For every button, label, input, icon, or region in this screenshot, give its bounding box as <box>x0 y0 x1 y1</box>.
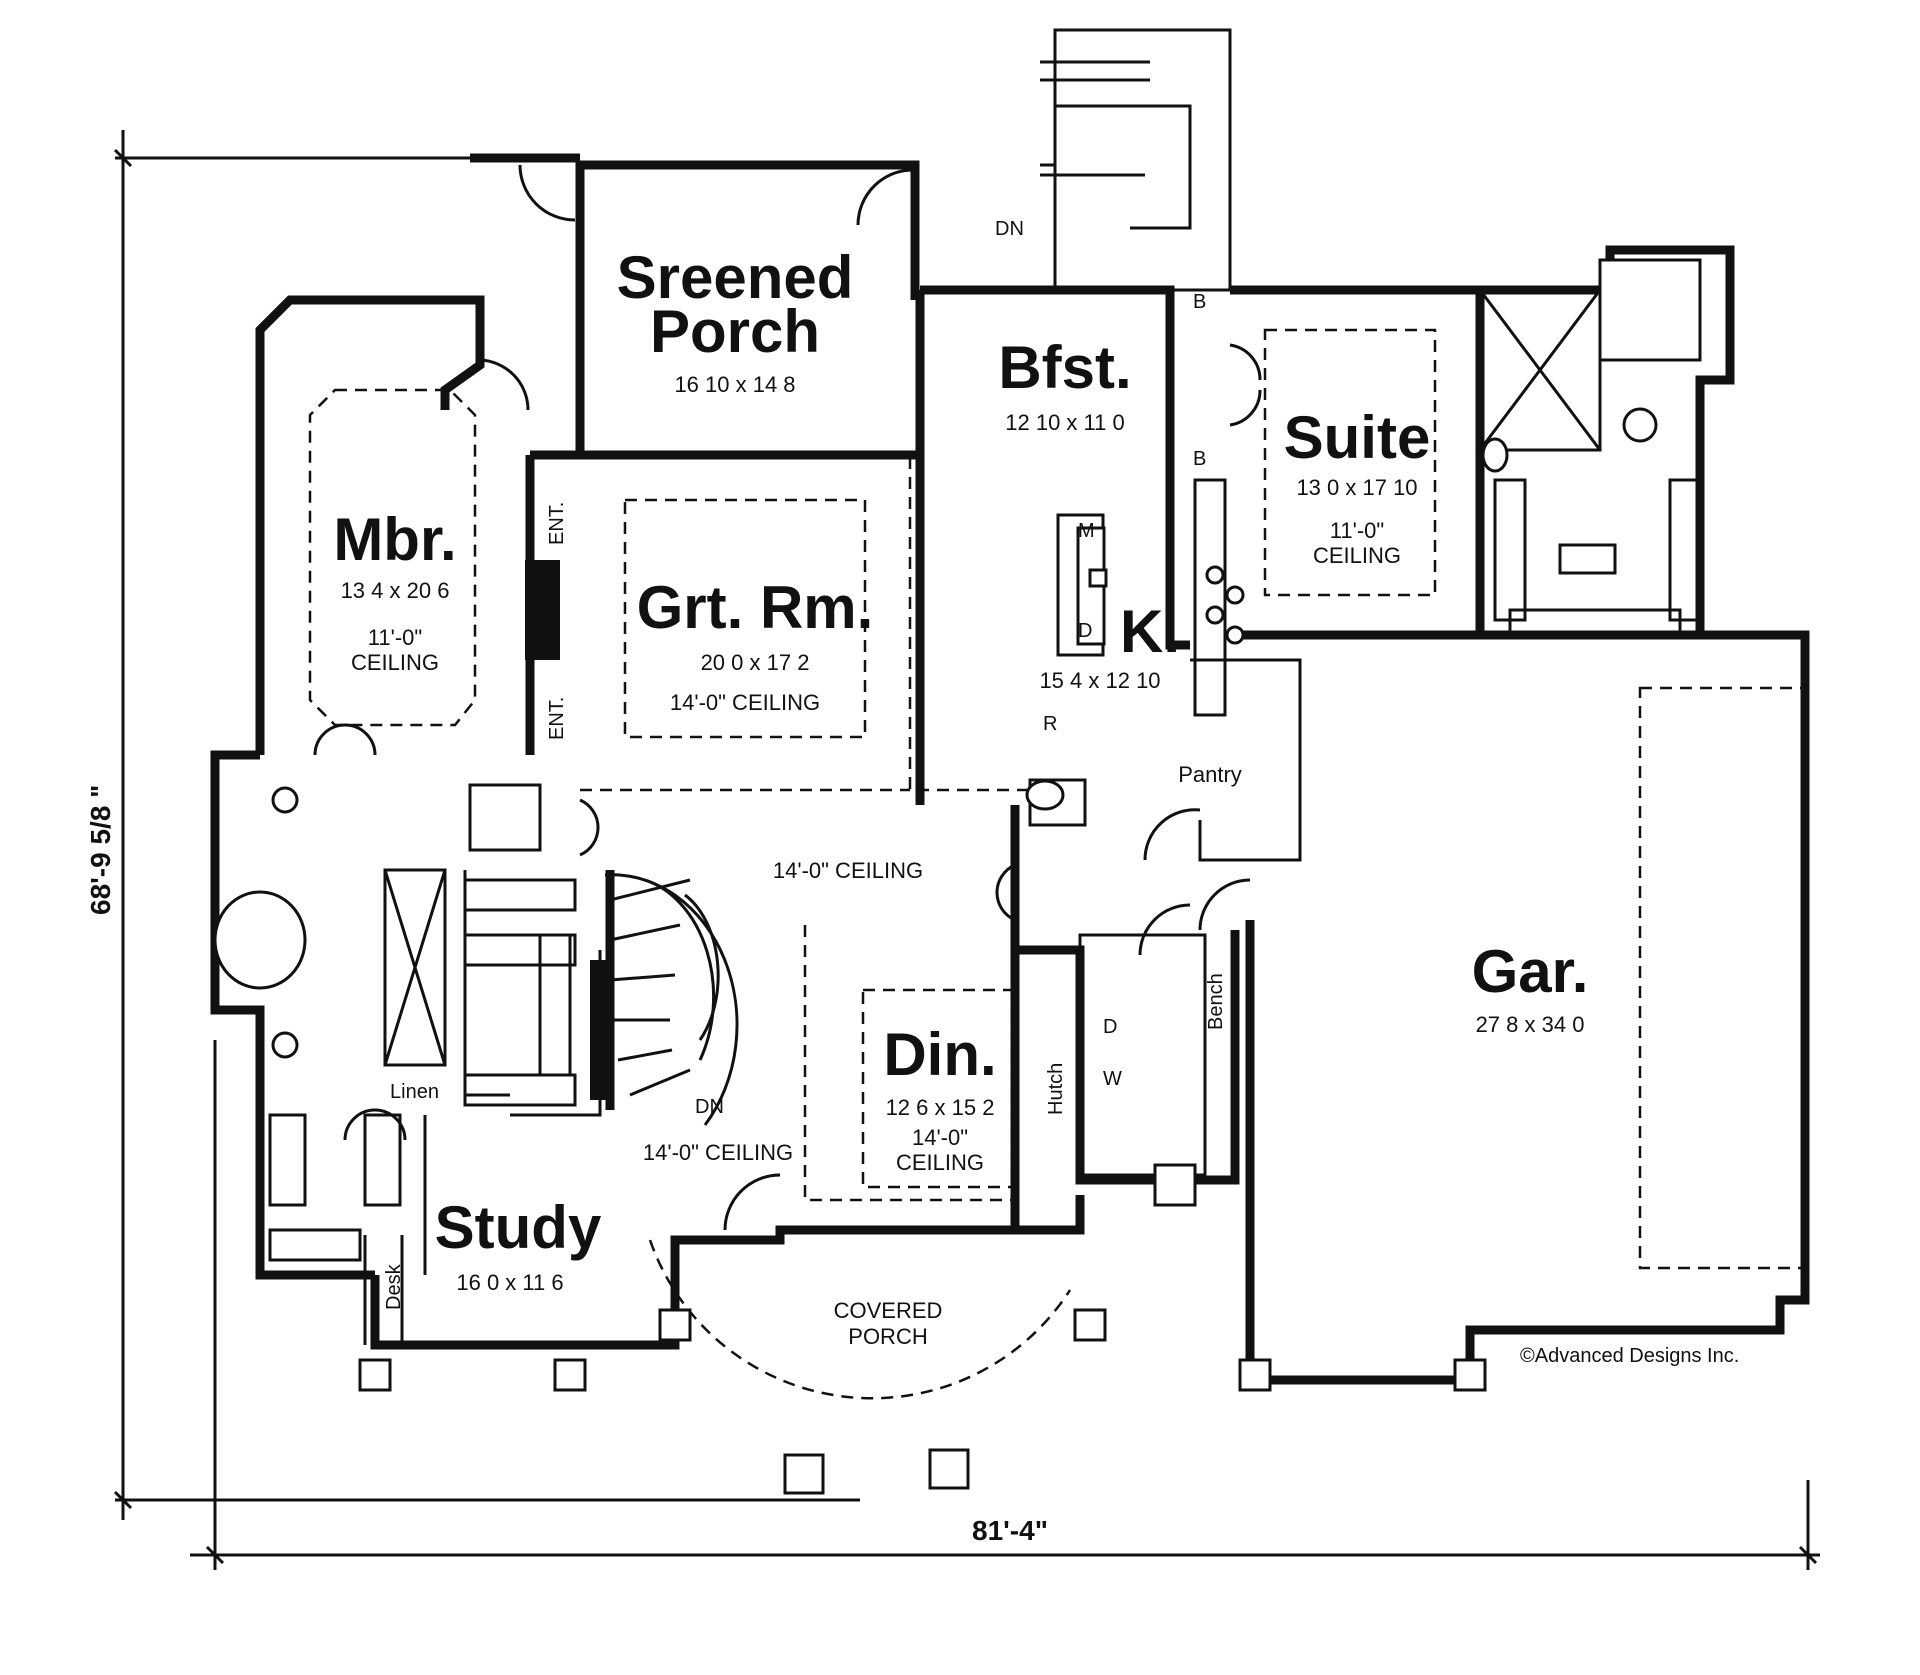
mbr-ceiling-line1: 11'-0" <box>368 625 422 650</box>
main-stair <box>604 873 739 1126</box>
din-ceiling-line1: 14'-0" <box>912 1125 968 1150</box>
d-laundry-label: D <box>1103 1016 1117 1038</box>
pantry-name: Pantry <box>1178 762 1242 787</box>
linen-label: Linen <box>390 1081 439 1103</box>
ent-lower-label: ENT. <box>546 697 568 740</box>
study-ceiling: 14'-0" CEILING <box>643 1140 793 1165</box>
r-label: R <box>1043 713 1057 735</box>
fixtures <box>213 407 1658 1495</box>
screened-porch-name-line2: Porch <box>650 298 820 365</box>
rear-stair <box>1040 60 1192 230</box>
b-lower-label: B <box>1193 448 1206 470</box>
hutch-label: Hutch <box>1045 1063 1067 1115</box>
overall-width-dimension: 81'-4" <box>972 1515 1048 1546</box>
screened-porch-size: 16 10 x 14 8 <box>674 372 795 397</box>
desk-label: Desk <box>383 1263 405 1310</box>
closet-shelving <box>268 478 1702 1262</box>
dn-stair-main-label: DN <box>695 1096 724 1118</box>
interior-details <box>363 28 1702 1345</box>
grt-rm-size: 20 0 x 17 2 <box>701 650 810 675</box>
gar-size: 27 8 x 34 0 <box>1476 1012 1585 1037</box>
suite-ceiling-line1: 11'-0" <box>1330 518 1384 543</box>
din-name: Din. <box>883 1021 996 1088</box>
suite-name: Suite <box>1284 404 1431 471</box>
doors <box>313 164 1262 1231</box>
foyer-ceiling: 14'-0" CEILING <box>773 858 923 883</box>
mbr-name: Mbr. <box>333 506 456 573</box>
ent-upper-label: ENT. <box>546 502 568 545</box>
suite-ceiling-line2: CEILING <box>1313 543 1401 568</box>
dn-stair-rear-label: DN <box>995 218 1024 240</box>
covered-porch-line1: COVERED <box>834 1298 943 1323</box>
study-name: Study <box>435 1194 602 1261</box>
study-size: 16 0 x 11 6 <box>456 1270 563 1295</box>
kitchen-size: 15 4 x 12 10 <box>1039 668 1160 693</box>
b-upper-label: B <box>1193 291 1206 313</box>
grt-rm-ceiling: 14'-0" CEILING <box>670 690 820 715</box>
screened-porch-name-line1: Sreened <box>617 244 854 311</box>
copyright-notice: ©Advanced Designs Inc. <box>1520 1345 1739 1367</box>
overall-depth-dimension: 68'-9 5/8 " <box>85 785 116 915</box>
grt-rm-name: Grt. Rm. <box>637 574 874 641</box>
mbr-size: 13 4 x 20 6 <box>341 578 450 603</box>
w-label: W <box>1103 1068 1122 1090</box>
suite-size: 13 0 x 17 10 <box>1296 475 1417 500</box>
din-ceiling-line2: CEILING <box>896 1150 984 1175</box>
d-kitchen-label: D <box>1078 620 1092 642</box>
gar-name: Gar. <box>1472 938 1589 1005</box>
annotation-labels: ENT. ENT. DN DN B B M D R D W Hutch Benc… <box>383 218 1227 1310</box>
covered-porch-line2: PORCH <box>848 1324 927 1349</box>
bfst-name: Bfst. <box>998 334 1131 401</box>
mbr-ceiling-line2: CEILING <box>351 650 439 675</box>
dimension-lines <box>113 130 1820 1570</box>
kitchen-name: K. <box>1120 598 1180 665</box>
room-labels: Sreened Porch 16 10 x 14 8 Bfst. 12 10 x… <box>333 244 1588 1349</box>
bench-label: Bench <box>1205 973 1227 1030</box>
din-size: 12 6 x 15 2 <box>886 1095 995 1120</box>
ceiling-outlines <box>308 328 1807 1400</box>
m-label: M <box>1078 520 1095 542</box>
bfst-size: 12 10 x 11 0 <box>1005 410 1124 435</box>
